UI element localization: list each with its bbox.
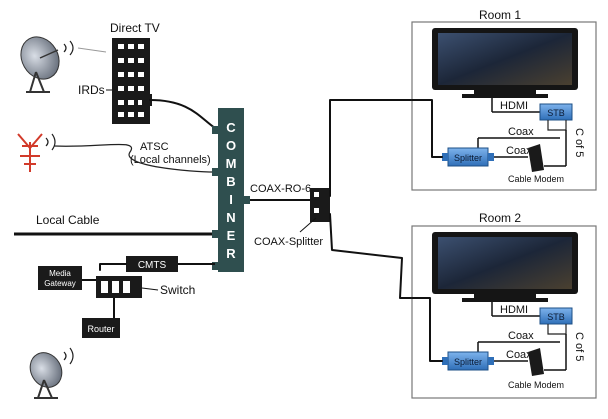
- signal-waves-icon: [63, 347, 74, 365]
- satellite-dish-icon: [29, 352, 63, 399]
- switch-label: Switch: [160, 283, 195, 297]
- signal-waves-icon: [45, 133, 56, 151]
- media-gateway-label-line2: Gateway: [44, 279, 76, 288]
- local-cable-label: Local Cable: [36, 213, 100, 227]
- coax-label: Coax: [506, 349, 532, 361]
- hdmi-label: HDMI: [500, 304, 528, 316]
- combiner-letter: M: [226, 156, 237, 171]
- cable-modem-label: Cable Modem: [508, 174, 564, 184]
- combiner-letter: O: [226, 138, 236, 153]
- router: Router: [82, 318, 120, 338]
- stb: STB: [539, 307, 573, 325]
- combiner-letter: R: [226, 246, 236, 261]
- satellite-dish-icon: [20, 36, 60, 93]
- combiner-letter: I: [229, 192, 233, 207]
- coax-label: Coax: [508, 126, 534, 138]
- splitter-label: Splitter: [454, 153, 482, 163]
- combiner: C O M B I N E R: [212, 108, 250, 272]
- hdmi-label: HDMI: [500, 100, 528, 112]
- irds-label: IRDs: [78, 83, 105, 97]
- cof5-label: C of 5: [573, 128, 585, 157]
- local-channels-label: (Local channels): [130, 154, 211, 166]
- combiner-letter: E: [227, 228, 236, 243]
- room-1: Room 1 HDMI STB Coax Splitter Coax: [411, 8, 597, 191]
- combiner-letter: N: [226, 210, 235, 225]
- tv-icon: [432, 28, 578, 98]
- coax-ro6-label: COAX-RO-6: [250, 183, 311, 195]
- coax-label: Coax: [506, 145, 532, 157]
- antenna-icon: [17, 133, 43, 172]
- tv-icon: [432, 232, 578, 302]
- media-gateway: Media Gateway: [38, 266, 82, 290]
- coax-splitter-label: COAX-Splitter: [254, 236, 323, 248]
- stb-label: STB: [547, 108, 565, 118]
- cable-modem-icon: [528, 348, 544, 376]
- cable-modem-label: Cable Modem: [508, 380, 564, 390]
- cable-modem-icon: [528, 144, 544, 172]
- cmts-label: CMTS: [138, 260, 167, 271]
- stb-label: STB: [547, 312, 565, 322]
- stb: STB: [539, 103, 573, 121]
- coax-splitter: [310, 188, 330, 222]
- combiner-letter: B: [226, 174, 235, 189]
- network-switch: [96, 276, 142, 298]
- atsc-label: ATSC: [140, 141, 169, 153]
- splitter: Splitter: [442, 147, 494, 167]
- room-2: Room 2 HDMI STB Coax Splitter Coax: [411, 211, 597, 399]
- router-label: Router: [87, 324, 114, 334]
- cof5-label: C of 5: [573, 332, 585, 361]
- coax-label: Coax: [508, 330, 534, 342]
- splitter: Splitter: [442, 351, 494, 371]
- ird-rack: [112, 38, 152, 124]
- room-title: Room 2: [479, 211, 521, 225]
- room-title: Room 1: [479, 8, 521, 22]
- direct-tv-label: Direct TV: [110, 21, 160, 35]
- cmts: CMTS: [126, 256, 178, 272]
- media-gateway-label-line1: Media: [49, 269, 71, 278]
- combiner-letter: C: [226, 120, 236, 135]
- splitter-label: Splitter: [454, 357, 482, 367]
- signal-waves-icon: [63, 40, 107, 56]
